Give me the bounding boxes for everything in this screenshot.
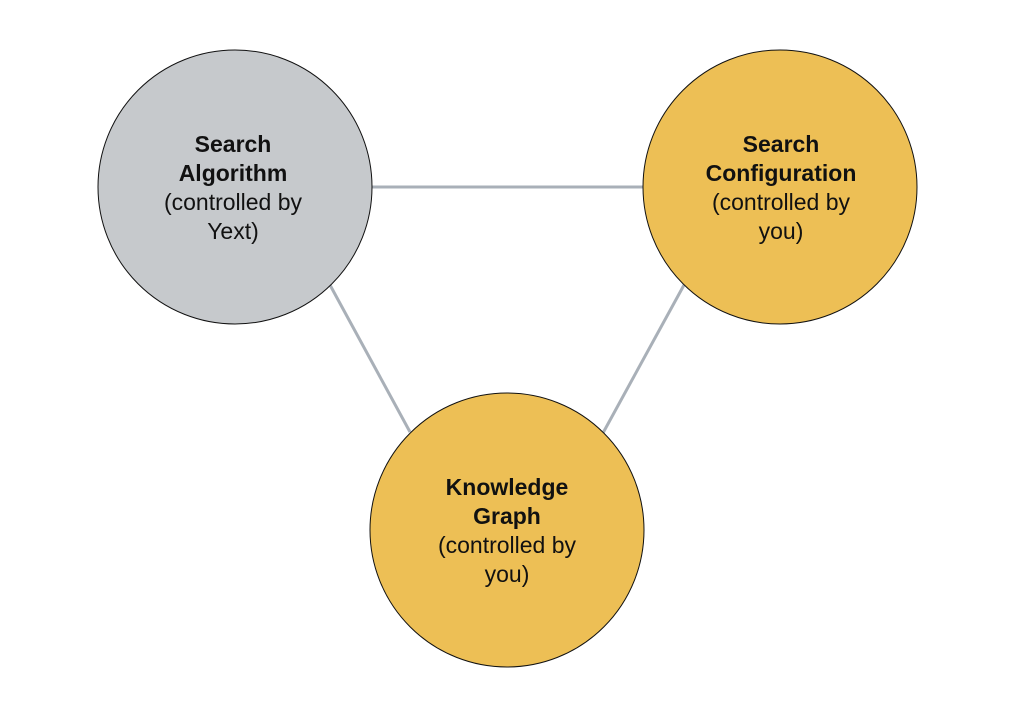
search-configuration-title-line2: Configuration: [705, 160, 857, 186]
search-configuration-subtitle-line2: you): [758, 218, 804, 244]
search-algorithm-subtitle-line1: (controlled by: [163, 189, 303, 215]
knowledge-graph-label: Knowledge Graph (controlled by you): [392, 473, 622, 589]
search-configuration-circle: [642, 49, 918, 325]
search-algorithm-title-line2: Algorithm: [178, 160, 288, 186]
knowledge-graph-title-line2: Graph: [473, 503, 541, 529]
search-configuration-subtitle-line1: (controlled by: [711, 189, 851, 215]
knowledge-graph-subtitle-line1: (controlled by: [437, 532, 577, 558]
search-algorithm-label: Search Algorithm (controlled by Yext): [118, 130, 348, 246]
search-configuration-label: Search Configuration (controlled by you): [666, 130, 896, 246]
search-algorithm-subtitle-line2: Yext): [207, 218, 259, 244]
connector-algorithm-graph: [328, 284, 412, 433]
search-algorithm-title-line1: Search: [194, 131, 272, 157]
connector-config-graph: [601, 284, 686, 434]
knowledge-graph-subtitle-line2: you): [484, 561, 530, 587]
search-algorithm-circle: [97, 49, 373, 325]
search-configuration-title-line1: Search: [742, 131, 820, 157]
knowledge-graph-circle: [369, 392, 645, 668]
knowledge-graph-title-line1: Knowledge: [445, 474, 569, 500]
